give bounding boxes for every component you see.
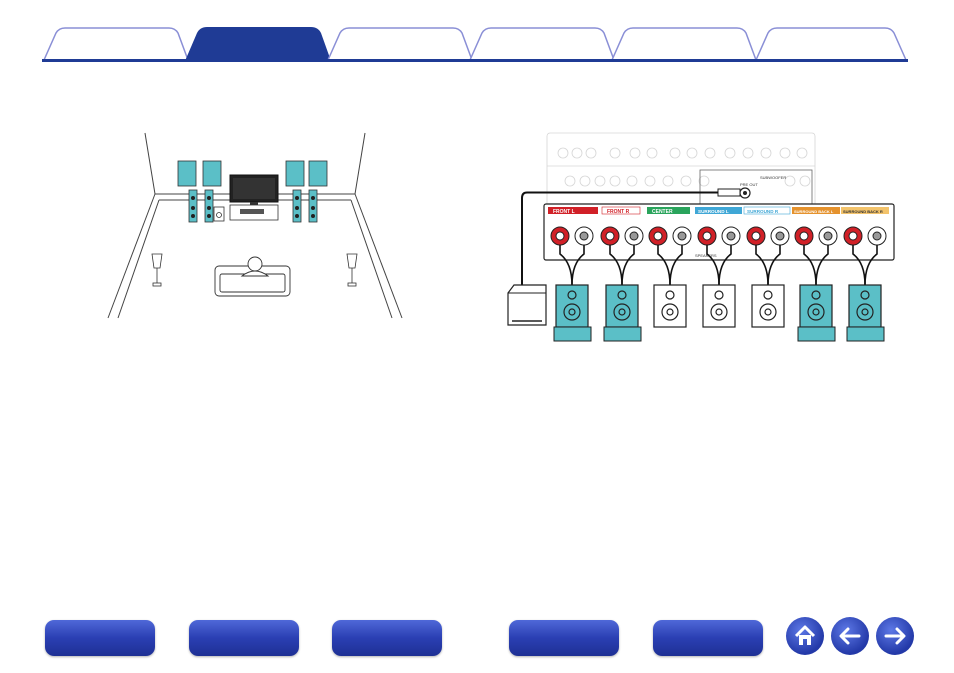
tab-6[interactable] bbox=[754, 27, 908, 61]
footer-button-4[interactable] bbox=[509, 620, 619, 656]
tab-bar bbox=[0, 0, 954, 64]
front-l-label: FRONT L bbox=[553, 209, 575, 215]
speakers-label: SPEAKERS bbox=[695, 253, 717, 258]
pre-out-label: PRE OUT bbox=[740, 182, 758, 187]
surround-l-label: SURROUND L bbox=[698, 209, 729, 214]
tab-underline bbox=[42, 59, 908, 62]
tab-1[interactable] bbox=[42, 27, 190, 61]
front-r-label: FRONT R bbox=[607, 209, 630, 215]
forward-button[interactable] bbox=[876, 617, 914, 655]
tab-2-active[interactable] bbox=[184, 27, 332, 61]
surround-back-l-label: SURROUND BACK L bbox=[794, 209, 834, 214]
home-button[interactable] bbox=[786, 617, 824, 655]
tab-5[interactable] bbox=[610, 27, 758, 61]
room-layout-diagram bbox=[100, 128, 410, 323]
footer-button-2[interactable] bbox=[189, 620, 299, 656]
amp-wiring-diagram: PRE OUT SUBWOOFER FRONT L FRONT R CENTER… bbox=[500, 128, 895, 343]
arrow-right-icon bbox=[876, 617, 914, 655]
tab-4[interactable] bbox=[468, 27, 616, 61]
surround-back-r-label: SURROUND BACK R bbox=[843, 209, 883, 214]
surround-r-label: SURROUND R bbox=[747, 209, 779, 214]
footer-button-1[interactable] bbox=[45, 620, 155, 656]
footer-button-5[interactable] bbox=[653, 620, 763, 656]
center-label: CENTER bbox=[652, 209, 673, 215]
back-button[interactable] bbox=[831, 617, 869, 655]
footer-button-3[interactable] bbox=[332, 620, 442, 656]
arrow-left-icon bbox=[831, 617, 869, 655]
tab-3[interactable] bbox=[326, 27, 474, 61]
subwoofer-speaker bbox=[508, 285, 546, 325]
home-icon bbox=[786, 617, 824, 655]
subwoofer-label: SUBWOOFER bbox=[760, 175, 786, 180]
